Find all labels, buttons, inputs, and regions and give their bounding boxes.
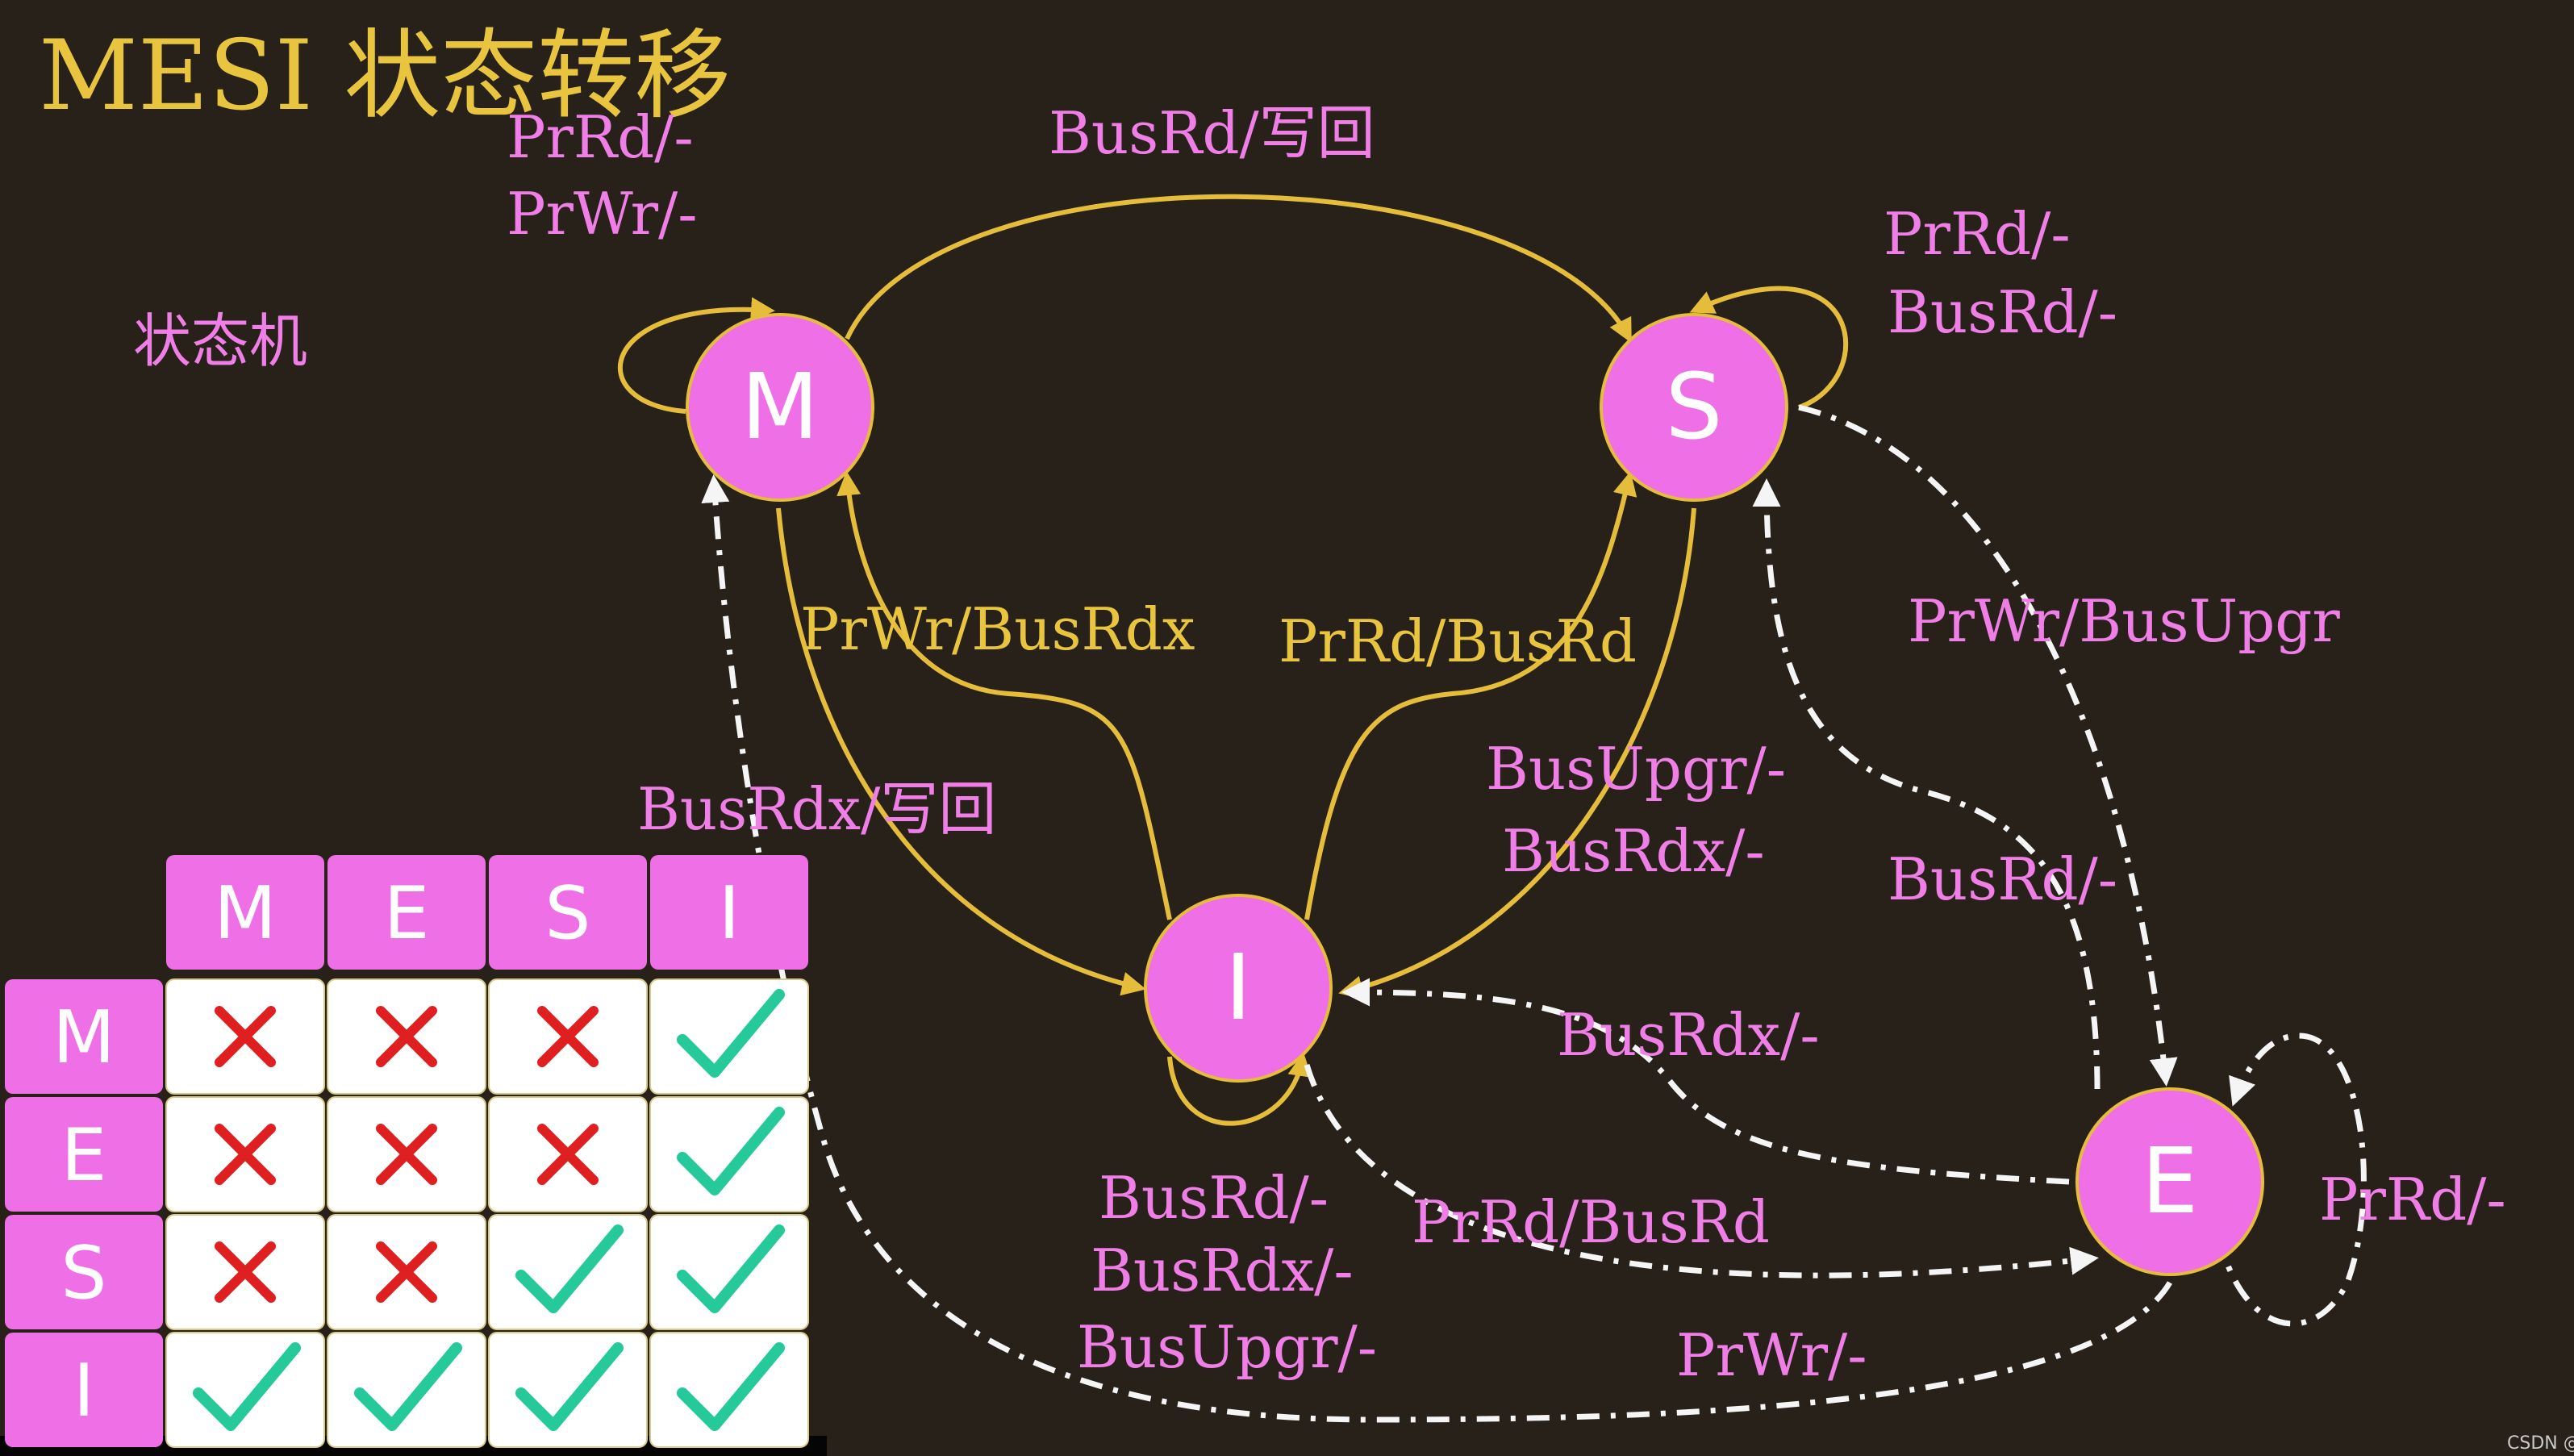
edge-s-to-e <box>1798 404 2178 1087</box>
table-cell-i-i <box>649 1332 809 1448</box>
table-cell-e-i <box>649 1096 809 1212</box>
edge-i-to-e <box>1304 1063 2099 1279</box>
table-row-m-label: M <box>52 995 115 1080</box>
cross-icon <box>376 1006 437 1067</box>
node-i-label: I <box>1224 936 1251 1041</box>
label-s-self-rd: PrRd/- <box>1884 200 2071 268</box>
table-row-e: E <box>5 1097 163 1212</box>
edge-e-self-loop <box>2215 1033 2367 1327</box>
table-cell-s-e <box>327 1214 486 1330</box>
table-cell-e-m <box>165 1096 325 1212</box>
edge-s-to-i <box>1338 507 1696 1000</box>
edge-e-to-m <box>701 474 2172 1423</box>
table-row-s: S <box>5 1215 163 1329</box>
label-e-self: PrRd/- <box>2319 1166 2506 1233</box>
node-i: I <box>1144 894 1333 1083</box>
node-s-label: S <box>1665 355 1722 460</box>
label-i-to-s: PrRd/BusRd <box>1279 607 1637 675</box>
check-icon <box>677 1107 785 1195</box>
table-cell-i-e <box>327 1332 486 1448</box>
table-cell-m-m <box>165 978 325 1095</box>
label-i-to-e: PrRd/BusRd <box>1412 1188 1770 1256</box>
table-cell-m-i <box>649 978 809 1095</box>
table-col-i: I <box>650 855 808 970</box>
table-cell-m-s <box>488 978 648 1095</box>
table-col-s-label: S <box>544 871 590 956</box>
table-col-e-label: E <box>384 871 430 956</box>
cross-icon <box>537 1124 599 1185</box>
table-cell-e-e <box>327 1096 486 1212</box>
edge-i-to-s <box>1304 471 1637 920</box>
label-s-self-busrd: BusRd/- <box>1888 278 2117 346</box>
table-col-m-label: M <box>214 871 277 956</box>
diagram-title: MESI 状态转移 <box>39 20 731 132</box>
edge-m-to-s <box>845 194 1632 344</box>
check-icon <box>193 1342 301 1431</box>
label-m-self-rd: PrRd/- <box>507 103 694 171</box>
label-i-self-rdx: BusRdx/- <box>1091 1237 1354 1304</box>
table-cell-s-m <box>165 1214 325 1330</box>
label-s-to-i-rdx: BusRdx/- <box>1502 817 1765 885</box>
cross-icon <box>376 1124 437 1185</box>
label-i-to-m: PrWr/BusRdx <box>800 595 1195 663</box>
label-e-to-i: BusRdx/- <box>1557 1001 1820 1069</box>
check-icon <box>515 1342 624 1431</box>
label-m-to-s: BusRd/写回 <box>1049 99 1375 167</box>
node-e-label: E <box>2142 1129 2199 1234</box>
label-e-to-s: BusRd/- <box>1888 845 2117 913</box>
credit-text: CSDN @川峰 <box>2507 1433 2574 1454</box>
node-m-label: M <box>741 355 820 460</box>
table-cell-e-s <box>488 1096 648 1212</box>
table-cell-i-s <box>488 1332 648 1448</box>
cross-icon <box>215 1124 276 1185</box>
table-cell-s-i <box>649 1214 809 1330</box>
edge-i-to-m <box>836 471 1172 920</box>
cross-icon <box>215 1241 276 1303</box>
check-icon <box>677 1224 785 1313</box>
table-col-s: S <box>489 855 647 970</box>
label-i-self-upgr: BusUpgr/- <box>1077 1313 1377 1381</box>
table-row-m: M <box>5 979 163 1094</box>
table-cell-m-e <box>327 978 486 1095</box>
check-icon <box>515 1224 624 1313</box>
cross-icon <box>376 1241 437 1303</box>
table-cell-s-s <box>488 1214 648 1330</box>
table-row-i-label: I <box>73 1349 95 1433</box>
check-icon <box>677 1342 785 1431</box>
label-m-self-wr: PrWr/- <box>507 180 698 248</box>
edge-e-to-i <box>1341 978 2070 1185</box>
node-m: M <box>686 313 874 502</box>
table-row-e-label: E <box>61 1113 107 1198</box>
edge-s-self-loop <box>1689 286 1849 410</box>
check-icon <box>354 1342 462 1431</box>
table-cell-i-m <box>165 1332 325 1448</box>
edge-m-to-i <box>776 507 1146 996</box>
table-row-s-label: S <box>60 1231 106 1316</box>
edge-e-to-s <box>1752 478 2101 1090</box>
node-s: S <box>1600 313 1788 502</box>
cross-icon <box>215 1006 276 1067</box>
label-e-to-m: PrWr/- <box>1676 1321 1867 1389</box>
label-s-to-i-upgr: BusUpgr/- <box>1486 735 1786 803</box>
diagram-subtitle: 状态机 <box>133 307 307 375</box>
table-row-i: I <box>5 1333 163 1447</box>
label-i-self-rd: BusRd/- <box>1099 1164 1329 1232</box>
label-m-to-i: BusRdx/写回 <box>637 775 996 843</box>
table-col-m: M <box>166 855 324 970</box>
label-s-to-e: PrWr/BusUpgr <box>1908 587 2340 655</box>
node-e: E <box>2075 1087 2264 1276</box>
table-col-i-label: I <box>719 871 740 956</box>
table-col-e: E <box>327 855 486 970</box>
cross-icon <box>537 1006 599 1067</box>
edge-m-self-loop <box>617 297 775 414</box>
check-icon <box>677 989 785 1078</box>
edge-i-self-loop <box>1167 1052 1312 1126</box>
